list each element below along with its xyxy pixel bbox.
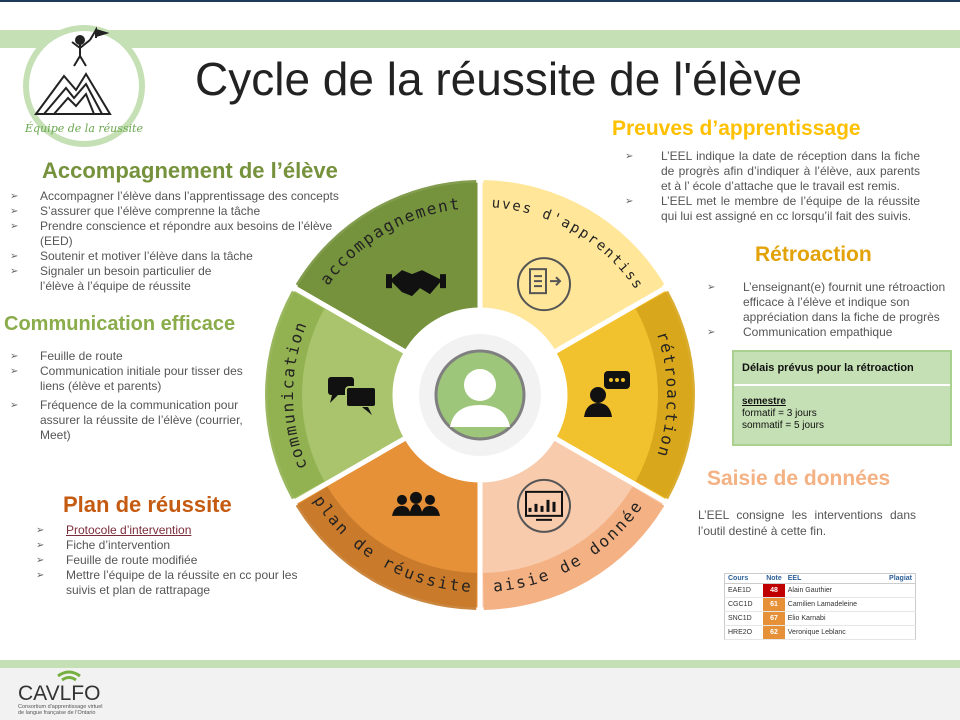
list-item: L’EEL indique la date de réception dans … bbox=[625, 149, 920, 194]
climber-icon bbox=[71, 26, 110, 67]
retroaction-heading: Rétroaction bbox=[755, 243, 872, 266]
success-cycle-wheel: accompagnementpreuves d'apprentissagerét… bbox=[262, 177, 698, 613]
top-band bbox=[0, 30, 960, 48]
logo: Équipe de la réussite bbox=[23, 25, 145, 147]
cavlfo-logo: CAVLFO Consortium d'apprentissage virtue… bbox=[18, 670, 103, 716]
list-item: Feuille de route modifiée bbox=[36, 553, 316, 568]
cell-cours: SNC1D bbox=[724, 611, 764, 626]
accompagnement-list: Accompagner l’élève dans l’apprentissage… bbox=[10, 189, 345, 294]
list-item: L’EEL met le membre de l’équipe de la ré… bbox=[625, 194, 920, 224]
wheel-ring-band bbox=[265, 290, 325, 500]
list-item: Communication initiale pour tisser des l… bbox=[10, 364, 255, 394]
wheel-ring-band bbox=[295, 486, 477, 610]
bottom-band bbox=[0, 660, 960, 668]
delais-body: semestre formatif = 3 jours sommatif = 5… bbox=[742, 396, 824, 432]
cell-cours: CGC1D bbox=[724, 597, 764, 612]
tagline-2: de langue française de l'Ontario bbox=[18, 710, 96, 716]
list-item: Fréquence de la communication pour assur… bbox=[10, 398, 255, 443]
list-item: L’enseignant(e) fournit une rétroaction … bbox=[707, 280, 957, 325]
handshake-icon bbox=[386, 270, 446, 297]
document-arrow-icon bbox=[517, 257, 571, 312]
cell-plagiat bbox=[878, 583, 916, 598]
group-icon bbox=[392, 491, 440, 516]
avatar-head bbox=[464, 369, 496, 401]
retroaction-list: L’enseignant(e) fournit une rétroaction … bbox=[707, 280, 957, 340]
mountain-icon bbox=[34, 72, 112, 115]
delais-box: Délais prévus pour la rétroaction semest… bbox=[732, 350, 952, 446]
preuves-heading: Preuves d’apprentissage bbox=[612, 117, 861, 140]
chat-bubbles-icon bbox=[328, 377, 377, 415]
cell-note: 61 bbox=[763, 597, 785, 612]
col-plagiat: Plagiat bbox=[878, 573, 916, 584]
list-item: Signaler un besoin particulier de l’élèv… bbox=[10, 264, 230, 294]
list-item: Communication empathique bbox=[707, 325, 957, 340]
speaker-chat-icon bbox=[584, 371, 630, 417]
list-item: Soutenir et motiver l’élève dans la tâch… bbox=[10, 249, 345, 264]
wifi-arc-icon bbox=[57, 670, 81, 678]
cell-eel: Elio Karnabi bbox=[784, 611, 879, 626]
table-header-row: Cours Note EEL Plagiat bbox=[724, 573, 916, 584]
page-title: Cycle de la réussite de l'élève bbox=[195, 53, 803, 105]
list-item: S’assurer que l’élève comprenne la tâche bbox=[10, 204, 345, 219]
top-border bbox=[0, 0, 960, 2]
tagline-1: Consortium d'apprentissage virtuel bbox=[18, 704, 103, 710]
col-cours: Cours bbox=[724, 573, 764, 584]
list-item: Mettre l’équipe de la réussite en cc pou… bbox=[36, 568, 316, 598]
plan-heading: Plan de réussite bbox=[63, 492, 232, 517]
col-note: Note bbox=[763, 573, 785, 584]
cell-note: 62 bbox=[763, 625, 785, 640]
plan-list: Protocole d’intervention Fiche d’interve… bbox=[36, 523, 316, 598]
list-item: Fiche d’intervention bbox=[36, 538, 316, 553]
cell-eel: Camilien Lamadeleine bbox=[784, 597, 879, 612]
wheel-ring-band bbox=[483, 486, 665, 610]
delais-title: Délais prévus pour la rétroaction bbox=[734, 352, 950, 386]
delais-sommatif: sommatif = 5 jours bbox=[742, 420, 824, 431]
delais-semestre: semestre bbox=[742, 396, 786, 407]
footer: CAVLFO Consortium d'apprentissage virtue… bbox=[0, 668, 960, 720]
list-item: Prendre conscience et répondre aux besoi… bbox=[10, 219, 345, 249]
communication-heading: Communication efficace bbox=[4, 313, 236, 335]
accompagnement-heading: Accompagnement de l’élève bbox=[42, 158, 338, 183]
wheel-ring-band bbox=[635, 290, 695, 500]
cell-eel: Alain Gauthier bbox=[784, 583, 879, 598]
avatar-body bbox=[450, 405, 510, 427]
list-item: Feuille de route bbox=[10, 349, 255, 364]
cell-cours: EAE1D bbox=[724, 583, 764, 598]
cell-eel: Veronique Leblanc bbox=[784, 625, 879, 640]
cell-cours: HRE2O bbox=[724, 625, 764, 640]
cell-plagiat bbox=[878, 611, 916, 626]
cell-note: 48 bbox=[763, 583, 785, 598]
delais-formatif: formatif = 3 jours bbox=[742, 408, 817, 419]
list-item: Accompagner l’élève dans l’apprentissage… bbox=[10, 189, 345, 204]
saisie-text: L’EEL consigne les interventions dans l’… bbox=[698, 508, 916, 538]
cell-plagiat bbox=[878, 625, 916, 640]
wheel-ring-band bbox=[295, 180, 477, 304]
chart-monitor-icon bbox=[517, 478, 571, 533]
saisie-heading: Saisie de données bbox=[707, 467, 891, 490]
preuves-list: L’EEL indique la date de réception dans … bbox=[625, 149, 920, 224]
logo-caption: Équipe de la réussite bbox=[24, 121, 143, 135]
protocole-link[interactable]: Protocole d’intervention bbox=[36, 523, 316, 538]
cell-note: 67 bbox=[763, 611, 785, 626]
communication-list: Feuille de route Communication initiale … bbox=[10, 349, 255, 443]
col-eel: EEL bbox=[784, 573, 879, 584]
wheel-ring-band bbox=[483, 180, 665, 304]
cell-plagiat bbox=[878, 597, 916, 612]
brand-name: CAVLFO bbox=[18, 682, 100, 705]
